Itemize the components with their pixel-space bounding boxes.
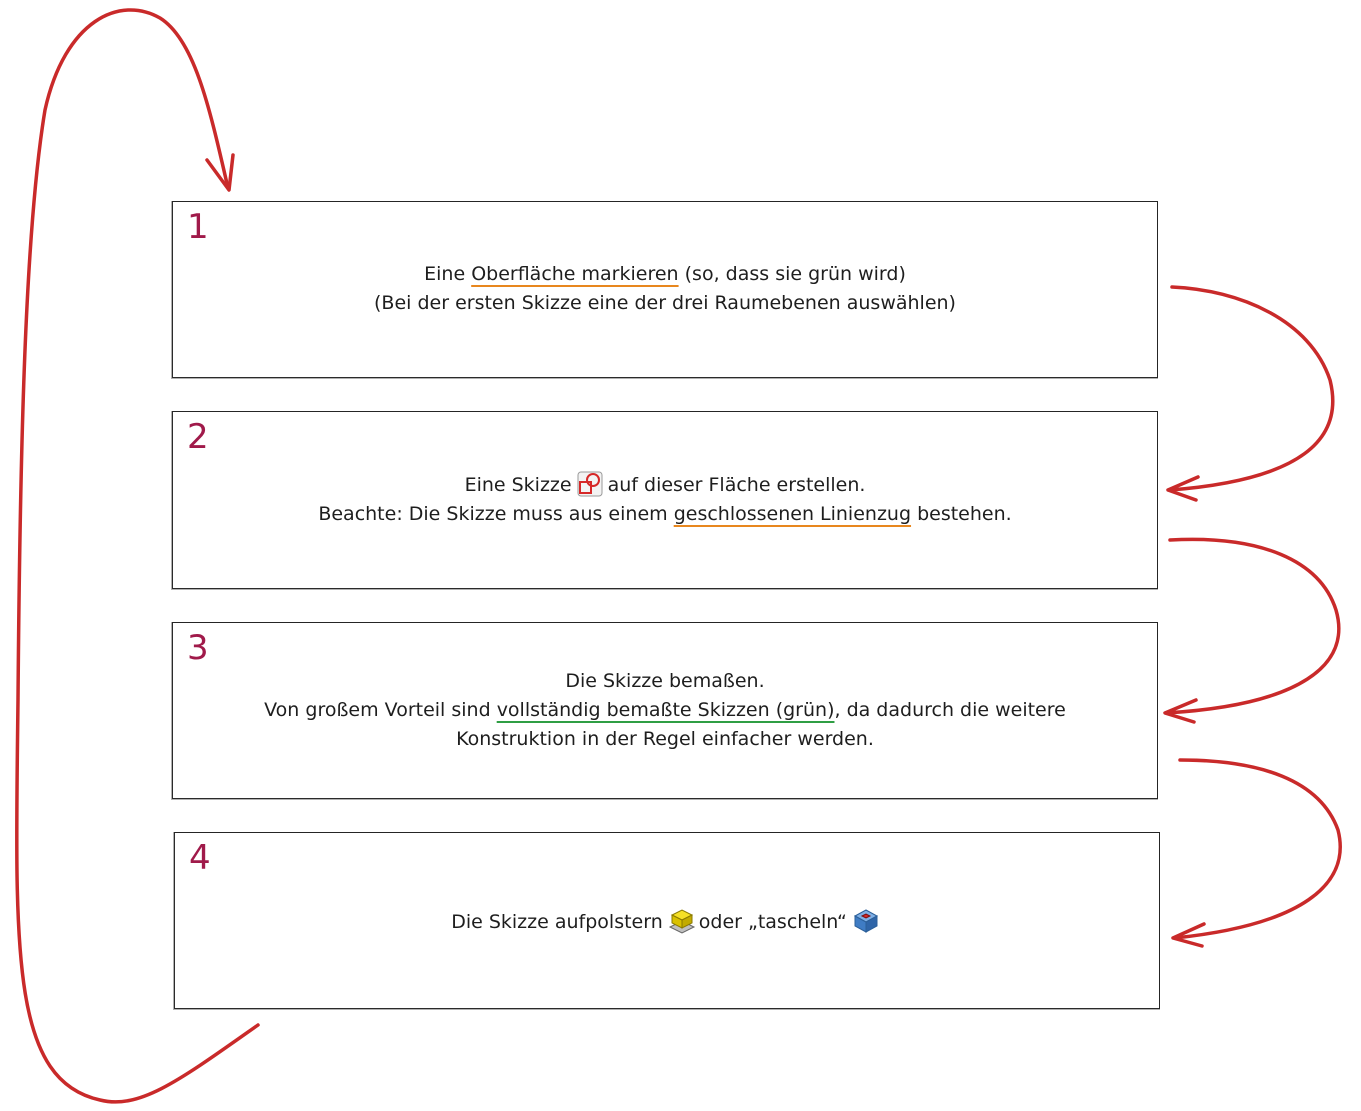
text: , da dadurch die weitere bbox=[834, 699, 1066, 721]
text: auf dieser Fläche erstellen. bbox=[607, 474, 866, 496]
step-number: 3 bbox=[187, 628, 209, 668]
text: Eine bbox=[424, 263, 472, 285]
step-box-3: 3 Die Skizze bemaßen. Von großem Vorteil… bbox=[171, 622, 1158, 800]
step-line: Beachte: Die Skizze muss aus einem gesch… bbox=[173, 500, 1157, 529]
step-box-4: 4 Die Skizze aufpolstern oder „tascheln“ bbox=[173, 832, 1160, 1010]
step-box-2: 2 Eine Skizze auf dieser Fläche erstellen… bbox=[171, 411, 1158, 590]
text: oder „tascheln“ bbox=[698, 911, 847, 933]
text: Eine Skizze bbox=[464, 474, 572, 496]
step-line: Eine Oberfläche markieren (so, dass sie … bbox=[173, 260, 1157, 289]
highlighted-text: Oberfläche markieren bbox=[471, 263, 679, 285]
text: (so, dass sie grün wird) bbox=[678, 263, 906, 285]
sketch-icon bbox=[576, 470, 604, 498]
highlighted-text: vollständig bemaßte Skizzen (grün) bbox=[496, 699, 835, 721]
step-line: Konstruktion in der Regel einfacher werd… bbox=[456, 728, 874, 750]
step-line: Die Skizze bemaßen. bbox=[565, 670, 765, 692]
step-line: (Bei der ersten Skizze eine der drei Rau… bbox=[374, 292, 956, 314]
highlighted-text: geschlossenen Linienzug bbox=[673, 503, 912, 525]
arrow-step3-to-step4-head bbox=[1171, 922, 1206, 948]
step-line: Eine Skizze auf dieser Fläche erstellen. bbox=[173, 470, 1157, 500]
step-line: Von großem Vorteil sind vollständig bema… bbox=[173, 696, 1157, 725]
step-box-1: 1 Eine Oberfläche markieren (so, dass si… bbox=[171, 201, 1158, 379]
text: Beachte: Die Skizze muss aus einem bbox=[318, 503, 674, 525]
text: Die Skizze aufpolstern bbox=[451, 911, 663, 933]
step-text: Die Skizze bemaßen. Von großem Vorteil s… bbox=[173, 667, 1157, 754]
step-text: Eine Oberfläche markieren (so, dass sie … bbox=[173, 260, 1157, 318]
loop-back-arrow-head bbox=[205, 153, 235, 192]
arrow-step2-to-step3-head bbox=[1163, 698, 1198, 724]
arrow-step2-to-step3 bbox=[1164, 537, 1341, 715]
arrow-step3-to-step4 bbox=[1173, 758, 1342, 940]
step-number: 2 bbox=[187, 417, 209, 457]
pocket-icon bbox=[851, 905, 879, 933]
step-text: Die Skizze aufpolstern oder „tascheln“ bbox=[175, 905, 1159, 937]
arrow-step1-to-step2-head bbox=[1166, 475, 1200, 502]
text: Von großem Vorteil sind bbox=[264, 699, 497, 721]
step-number: 4 bbox=[189, 838, 211, 878]
pad-icon bbox=[667, 905, 695, 934]
step-line: Die Skizze aufpolstern oder „tascheln“ bbox=[175, 905, 1159, 937]
step-number: 1 bbox=[187, 207, 209, 247]
arrow-step1-to-step2 bbox=[1168, 285, 1335, 492]
text: bestehen. bbox=[911, 503, 1012, 525]
